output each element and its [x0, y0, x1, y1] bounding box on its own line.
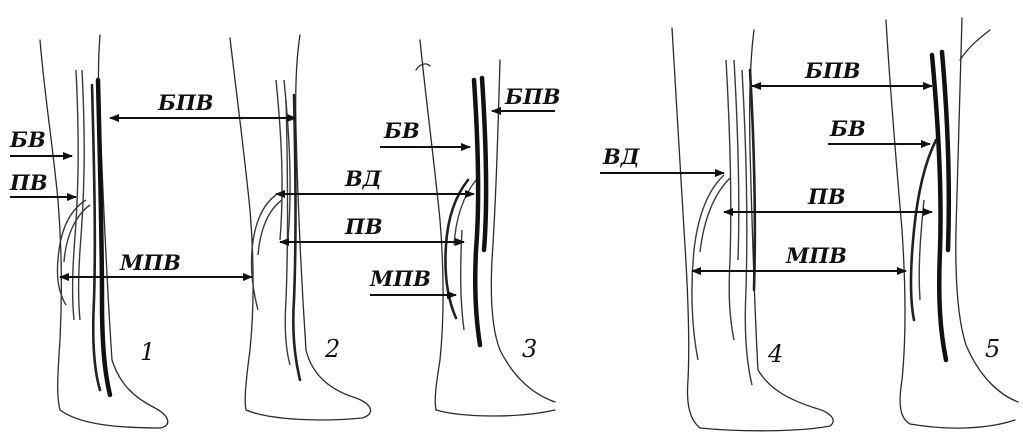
label-pv-4: ПВ: [807, 184, 846, 209]
leg-4: [672, 28, 833, 431]
figure-number-2: 2: [324, 335, 340, 363]
label-pv-2: ПВ: [344, 214, 383, 239]
labels: БПВ БВ ПВ ВД ПВ МПВ БВ БПВ МПВ БПВ БВ ВД…: [9, 58, 866, 291]
label-mpv-1: МПВ: [119, 250, 181, 275]
label-bv-1: БВ: [9, 127, 46, 152]
figure-numbers: 1 2 3 4 5: [140, 335, 1000, 368]
leg-1: [40, 35, 168, 428]
label-bpv-1: БПВ: [157, 90, 214, 115]
label-pv-1: ПВ: [9, 170, 48, 195]
figure-number-4: 4: [767, 340, 783, 368]
label-bv-5: БВ: [829, 116, 866, 141]
label-bpv-4: БПВ: [804, 58, 861, 83]
label-vd-4: ВД: [602, 144, 641, 169]
figure-number-1: 1: [140, 338, 155, 366]
figure-number-5: 5: [985, 335, 1000, 363]
figure-number-3: 3: [522, 335, 537, 363]
label-mpv-4: МПВ: [785, 243, 847, 268]
label-bv-3: БВ: [383, 118, 420, 143]
label-vd-1: ВД: [344, 166, 383, 191]
label-mpv-3: МПВ: [369, 266, 431, 291]
leg-5: [886, 18, 1018, 428]
arrows-right: [600, 86, 932, 271]
label-bpv-3: БПВ: [504, 84, 561, 109]
